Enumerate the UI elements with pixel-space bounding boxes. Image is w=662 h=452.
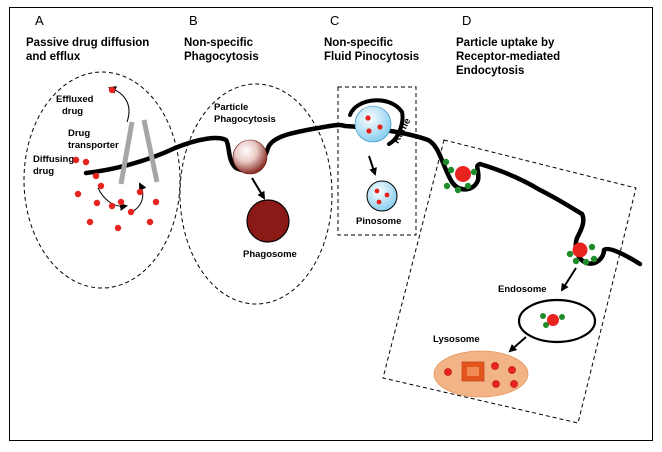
pinocytosis-arrow (368, 155, 377, 176)
effluxed-drug-label: Effluxed (56, 94, 94, 105)
targeted-particle (572, 242, 588, 258)
targeted-particle (455, 166, 471, 182)
drug-dot (92, 172, 100, 180)
receptor (582, 258, 590, 266)
panel-b-enclosure (179, 83, 333, 305)
receptor (590, 255, 598, 263)
membrane-receptor-cluster-2 (566, 242, 598, 266)
drug-dot (97, 182, 105, 190)
drug-dot (508, 366, 516, 374)
drug-dot (108, 86, 116, 94)
pinosome-contents (374, 188, 390, 205)
panel-a-letter: A (35, 13, 44, 28)
receptor (443, 182, 451, 190)
pinosome (366, 180, 398, 212)
particle-phagocytosis-label: Particle (214, 102, 248, 113)
drug-dot (136, 188, 144, 196)
endosome-label: Endosome (498, 284, 547, 295)
drug-dot (146, 218, 154, 226)
drug-dot (108, 202, 116, 210)
drug-dot (444, 368, 452, 376)
drug-dot (82, 158, 90, 166)
receptor (566, 250, 574, 258)
drug-dot (114, 224, 122, 232)
drug-dot (117, 198, 125, 206)
lysosome-arrow (508, 336, 527, 353)
receptor (588, 243, 596, 251)
membrane-ruffle (348, 98, 405, 146)
figure-border (9, 7, 653, 441)
drug-particles-a (72, 86, 160, 232)
drug-dot (72, 156, 80, 164)
receptor (464, 182, 472, 190)
panel-b-letter: B (189, 13, 198, 28)
endocytosis-arrow (560, 267, 577, 292)
particle-phagocytosis-label-2: Phagocytosis (214, 114, 276, 125)
phagocytosis-arrow (251, 177, 266, 200)
panel-d-title-2: Receptor-mediated (456, 51, 560, 63)
cell-membrane (83, 122, 643, 267)
panel-d-title: Particle uptake by (456, 37, 555, 49)
drug-dot (376, 199, 382, 205)
receptor (543, 322, 549, 328)
drug-dot (491, 362, 499, 370)
drug-transporter-label: Drug (68, 128, 90, 139)
drug-dot (374, 188, 380, 194)
panel-c-enclosure (337, 86, 417, 236)
panel-d-title-3: Endocytosis (456, 65, 524, 77)
panel-a-title-2: and efflux (26, 51, 81, 63)
diffusing-drug-label-2: drug (33, 166, 54, 177)
drug-dot (492, 380, 500, 388)
drug-dot (365, 115, 371, 121)
lysosome-cargo-core (467, 367, 479, 376)
drug-transporter-right (141, 119, 160, 183)
drug-dot (510, 380, 518, 388)
panel-d-enclosure (382, 139, 637, 424)
panel-c-title-2: Fluid Pinocytosis (324, 51, 419, 63)
receptor (454, 186, 462, 194)
panel-b-title: Non-specific (184, 37, 254, 49)
panel-a-enclosure (23, 71, 181, 289)
vesicle-contents (365, 115, 383, 134)
receptor (540, 313, 546, 319)
drug-dot (384, 192, 390, 198)
receptor (470, 168, 478, 176)
effluxed-drug-label-2: drug (62, 106, 83, 117)
drug-transporter-label-2: transporter (68, 140, 119, 151)
panel-b-title-2: Phagocytosis (184, 51, 259, 63)
panel-a-title: Passive drug diffusion (26, 37, 149, 49)
panel-d-letter: D (462, 13, 471, 28)
membrane-receptor-cluster-1 (442, 158, 478, 194)
drug-dot (93, 199, 101, 207)
drug-dot (86, 218, 94, 226)
phagosome-label: Phagosome (243, 249, 297, 260)
drug-dot (377, 124, 383, 130)
panel-c-letter: C (330, 13, 339, 28)
uptake-arrow (131, 182, 147, 213)
panel-c-title: Non-specific (324, 37, 394, 49)
receptor (572, 257, 580, 265)
pinosome-label: Pinosome (356, 216, 401, 227)
particle (232, 139, 268, 175)
drug-dot (74, 190, 82, 198)
diffusion-arrow (97, 187, 128, 211)
efflux-arrow (108, 86, 130, 123)
diffusing-drug-label: Diffusing (33, 154, 74, 165)
drug-transporter-left (118, 121, 135, 185)
receptor (559, 314, 565, 320)
targeted-particle (547, 314, 559, 326)
receptor (447, 166, 455, 174)
pinocytic-vesicle (354, 105, 392, 143)
lysosome-contents (444, 362, 518, 388)
drug-dot (366, 128, 372, 134)
lysosome-label: Lysosome (433, 334, 480, 345)
drug-dot (127, 208, 135, 216)
endosome-contents (540, 313, 565, 328)
drug-dot (152, 198, 160, 206)
receptor (442, 158, 450, 166)
phagosome (246, 199, 290, 243)
